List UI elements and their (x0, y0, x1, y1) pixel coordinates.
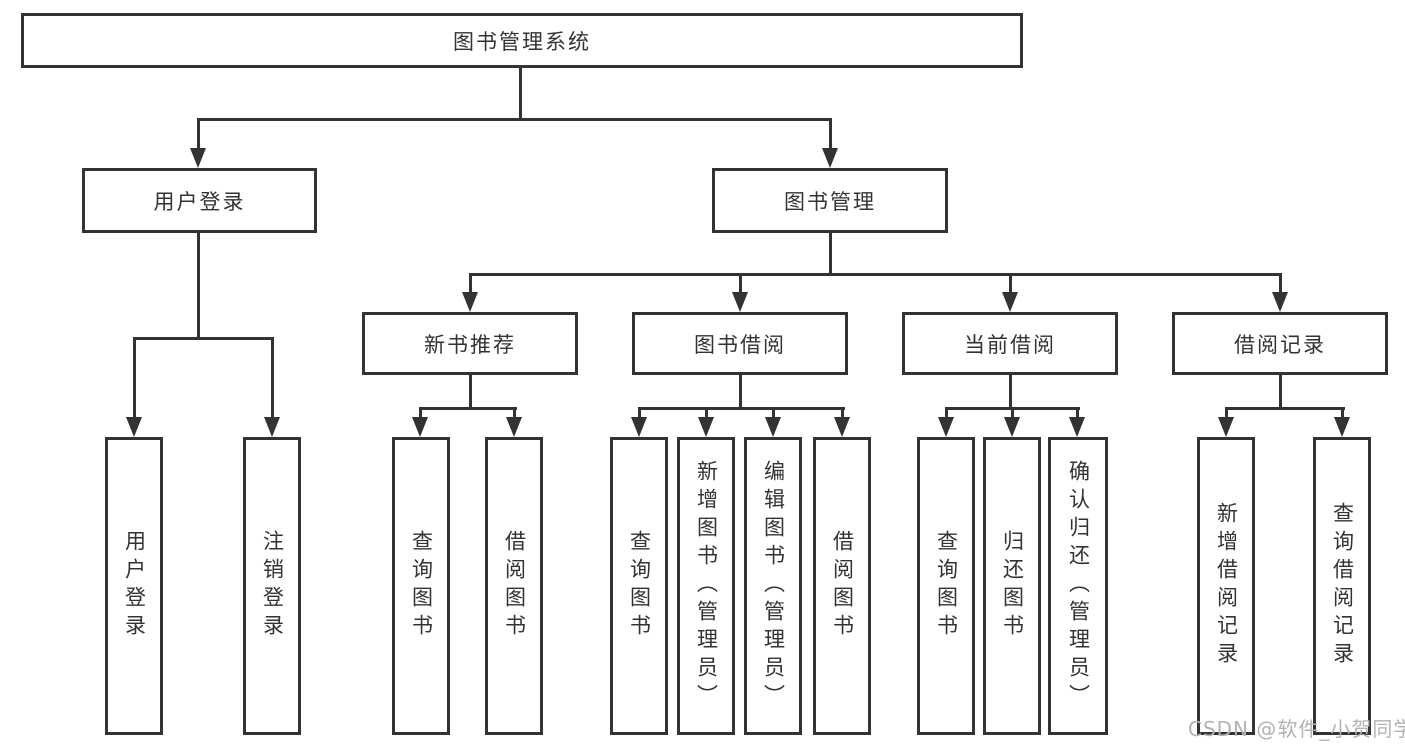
arrow-down-icon (1002, 292, 1018, 312)
connector-stem (739, 273, 742, 292)
node-label: 图书借阅 (694, 332, 786, 357)
node-book-borrowing: 图书借阅 (632, 312, 848, 375)
leaf-label: 归还图书 (1000, 530, 1025, 642)
connector-bar (1225, 407, 1345, 410)
node-label: 新书推荐 (424, 332, 516, 357)
leaf-add-borrow-record: 新增借阅记录 (1197, 437, 1255, 735)
connector-stem (1011, 407, 1014, 417)
connector-bar (638, 407, 845, 410)
arrow-down-icon (765, 417, 781, 437)
connector-user-login-stub (197, 233, 200, 337)
leaf-label: 编辑图书（管理员） (761, 460, 786, 712)
node-borrowing-records: 借阅记录 (1172, 312, 1388, 375)
leaf-query-books-3: 查询图书 (917, 437, 975, 735)
connector-stem (638, 407, 641, 417)
leaf-label: 借阅图书 (502, 530, 527, 642)
connector-level2-bar (197, 118, 832, 121)
connector-stub (1279, 375, 1282, 407)
leaf-label: 确认归还（管理员） (1066, 460, 1091, 712)
node-label: 图书管理系统 (453, 29, 591, 54)
connector-stem (1279, 273, 1282, 292)
leaf-label: 新增图书（管理员） (694, 460, 719, 712)
arrow-down-icon (1334, 417, 1350, 437)
arrow-down-icon (126, 417, 142, 437)
leaf-user-login: 用户登录 (105, 437, 163, 735)
node-label: 图书管理 (784, 189, 876, 214)
connector-stem (419, 407, 422, 417)
watermark: CSDN @软件_小贺同学 (1188, 717, 1405, 741)
connector-stem (197, 118, 200, 148)
connector-stem (772, 407, 775, 417)
node-current-borrowing: 当前借阅 (902, 312, 1118, 375)
node-library-management-system: 图书管理系统 (21, 13, 1023, 68)
leaf-label: 查询图书 (409, 530, 434, 642)
connector-stub (469, 375, 472, 407)
leaf-query-books-2: 查询图书 (610, 437, 668, 735)
node-label: 用户登录 (153, 189, 246, 214)
leaf-query-books-1: 查询图书 (392, 437, 450, 735)
arrow-down-icon (732, 292, 748, 312)
node-new-book-recommendation: 新书推荐 (362, 312, 578, 375)
node-book-management: 图书管理 (712, 168, 948, 233)
connector-bar (419, 407, 517, 410)
leaf-query-borrow-record: 查询借阅记录 (1313, 437, 1371, 735)
arrow-down-icon (822, 148, 838, 168)
node-user-login: 用户登录 (82, 168, 317, 233)
arrow-down-icon (1218, 417, 1234, 437)
connector-stem (513, 407, 516, 417)
connector-stub (1009, 375, 1012, 407)
leaf-confirm-return-admin: 确认归还（管理员） (1048, 437, 1108, 735)
connector-book-management-stub (829, 233, 832, 273)
leaf-label: 查询图书 (627, 530, 652, 642)
arrow-down-icon (834, 417, 850, 437)
connector-root-stub (519, 68, 522, 118)
connector-stem (271, 337, 274, 417)
connector-stem (1341, 407, 1344, 417)
arrow-down-icon (1272, 292, 1288, 312)
connector-stem (133, 337, 136, 417)
arrow-down-icon (462, 292, 478, 312)
connector-stem (1076, 407, 1079, 417)
arrow-down-icon (1069, 417, 1085, 437)
arrow-down-icon (412, 417, 428, 437)
connector-stem (705, 407, 708, 417)
connector-stem (1225, 407, 1228, 417)
leaf-label: 查询图书 (934, 530, 959, 642)
arrow-down-icon (631, 417, 647, 437)
leaf-return-book: 归还图书 (983, 437, 1041, 735)
arrow-down-icon (506, 417, 522, 437)
connector-stub (739, 375, 742, 407)
arrow-down-icon (1004, 417, 1020, 437)
connector-level3-bar (469, 273, 1282, 276)
leaf-label: 新增借阅记录 (1214, 502, 1239, 670)
connector-user-login-bar (133, 337, 274, 340)
leaf-add-book-admin: 新增图书（管理员） (677, 437, 735, 735)
leaf-borrow-books-1: 借阅图书 (485, 437, 543, 735)
arrow-down-icon (190, 148, 206, 168)
connector-stem (1009, 273, 1012, 292)
node-label: 借阅记录 (1234, 332, 1326, 357)
leaf-label: 注销登录 (260, 530, 285, 642)
arrow-down-icon (264, 417, 280, 437)
leaf-logout: 注销登录 (243, 437, 301, 735)
leaf-borrow-books-2: 借阅图书 (813, 437, 871, 735)
connector-stem (469, 273, 472, 292)
connector-stem (829, 118, 832, 148)
connector-stem (945, 407, 948, 417)
leaf-label: 查询借阅记录 (1330, 502, 1355, 670)
node-label: 当前借阅 (964, 332, 1056, 357)
leaf-edit-book-admin: 编辑图书（管理员） (744, 437, 802, 735)
leaf-label: 用户登录 (122, 530, 147, 642)
connector-stem (841, 407, 844, 417)
arrow-down-icon (938, 417, 954, 437)
leaf-label: 借阅图书 (830, 530, 855, 642)
arrow-down-icon (698, 417, 714, 437)
